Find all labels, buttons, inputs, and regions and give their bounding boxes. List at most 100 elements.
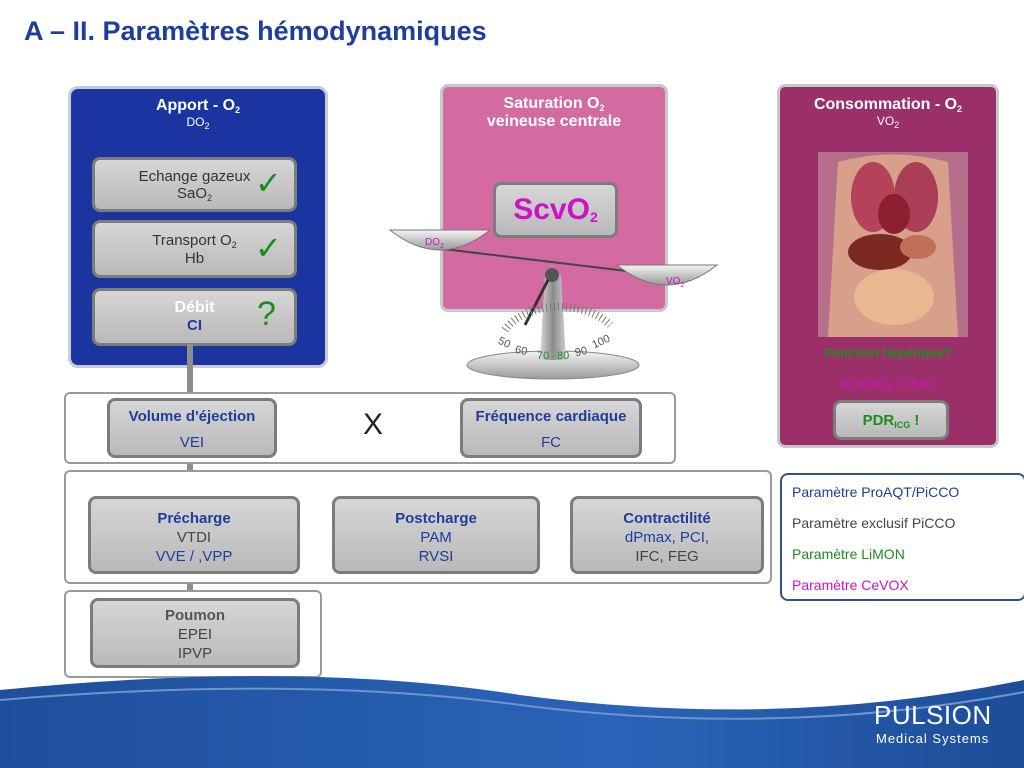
debit-value: CI — [187, 317, 202, 334]
check-icon: ✓ — [255, 165, 282, 201]
vo2-tag-sub: 2 — [680, 282, 685, 289]
ex-prefix: ex.ScvO — [838, 376, 888, 391]
balance-scale — [388, 229, 719, 380]
echange-label: Echange gazeux — [138, 168, 251, 185]
gauge-tick: 80 — [557, 350, 570, 362]
right-pan — [615, 264, 719, 286]
apport-code-text: DO — [186, 115, 205, 129]
echange-box: Echange gazeux SaO2 ✓ — [92, 157, 297, 212]
fc-box: Fréquence cardiaque FC — [460, 398, 642, 458]
fc-value: FC — [541, 434, 561, 451]
transport-box: Transport O2 Hb ✓ — [92, 220, 297, 278]
transport-label-text: Transport O — [152, 232, 232, 249]
postcharge-line1: PAM — [420, 529, 452, 546]
connector-line — [187, 344, 193, 402]
ex-suffix: >75%? — [892, 376, 938, 391]
contractilite-line2: IFC, FEG — [635, 548, 699, 565]
debit-label: Débit — [174, 299, 215, 316]
legend-item-limon: Paramètre LiMON — [792, 546, 905, 562]
page-title: A – II. Paramètres hémodynamiques — [24, 16, 487, 46]
anatomy-illustration — [818, 152, 968, 337]
legend-item-proaqt: Paramètre ProAQT/PiCCO — [792, 484, 960, 500]
postcharge-label: Postcharge — [395, 510, 477, 527]
saturation-line1-text: Saturation O — [503, 95, 600, 112]
contractilite-label: Contractilité — [623, 510, 711, 527]
brand-subtitle: Medical Systems — [876, 731, 990, 746]
ve-label: Volume d'éjection — [128, 408, 256, 425]
stomach — [900, 235, 936, 259]
pdr-sub: ICG — [894, 420, 911, 430]
postcharge-line2: RVSI — [418, 548, 454, 565]
transport-label: Transport O2 — [95, 232, 294, 250]
echange-value-text: SaO — [176, 185, 207, 202]
poumon-line2: IPVP — [177, 645, 213, 662]
consommation-code-sub: 2 — [894, 120, 900, 130]
echange-value: SaO2 — [95, 185, 294, 203]
pdr-text: PDR — [862, 412, 895, 429]
debit-box: Débit CI ? — [92, 288, 297, 346]
poumon-line1: EPEI — [177, 626, 213, 643]
scvo2-sub: 2 — [589, 209, 598, 225]
footer-wave-highlight — [0, 687, 1024, 720]
echange-value-sub: 2 — [207, 193, 213, 203]
contractilite-box: Contractilité dPmax, PCI, IFC, FEG — [570, 496, 764, 574]
saturation-line1: Saturation O2 — [443, 95, 665, 113]
question-icon: ? — [257, 295, 276, 333]
pdr-box: PDRICG ! — [833, 400, 949, 440]
vo2-tag: VO2 — [666, 276, 684, 289]
check-icon: ✓ — [255, 230, 282, 266]
scvo2-box: ScvO2 — [493, 182, 618, 238]
vo2-tag-text: VO — [666, 276, 681, 287]
poumon-label: Poumon — [165, 607, 225, 624]
gauge-tick: 60 — [513, 343, 529, 359]
consommation-code-text: VO — [876, 114, 895, 128]
precharge-line1: VTDI — [176, 529, 212, 546]
postcharge-box: Postcharge PAM RVSI — [332, 496, 540, 574]
consommation-code: VO2 — [780, 114, 996, 130]
apport-code-sub: 2 — [204, 121, 210, 131]
consommation-title: Consommation - O2 — [780, 96, 996, 114]
transport-value: Hb — [184, 250, 205, 267]
transport-label-sub: 2 — [231, 240, 237, 250]
pdr-suffix: ! — [910, 412, 920, 429]
precharge-box: Précharge VTDI VVE / ,VPP — [88, 496, 300, 574]
contractilite-line1: dPmax, PCI, — [624, 529, 710, 546]
do2-tag: DO2 — [425, 237, 444, 250]
balance-needle — [523, 279, 550, 326]
liver — [848, 234, 912, 270]
left-pan — [388, 229, 492, 251]
brand-name: PULSION — [874, 700, 992, 730]
apport-title: Apport - O2 — [71, 97, 325, 115]
fc-label: Fréquence cardiaque — [475, 408, 627, 425]
heart — [878, 194, 910, 234]
balance-post — [540, 275, 566, 360]
legend-item-cevox: Paramètre CeVOX — [792, 577, 909, 593]
do2-tag-text: DO — [425, 237, 440, 248]
ex-scvo2: ex.ScvO2 >75%? — [790, 376, 986, 393]
ex-sub: 2 — [887, 383, 893, 393]
footer-wave — [0, 676, 1024, 768]
apport-title-sub: 2 — [235, 105, 241, 115]
legend: Paramètre ProAQT/PiCCO Paramètre exclusi… — [780, 473, 1024, 601]
balance-pivot — [545, 268, 559, 282]
legend-item-picco: Paramètre exclusif PiCCO — [792, 515, 956, 531]
apport-code: DO2 — [71, 115, 325, 131]
precharge-label: Précharge — [157, 510, 231, 527]
precharge-line2: VVE / ,VPP — [155, 548, 233, 565]
ve-value: VEI — [179, 434, 205, 451]
scvo2-text: ScvO — [513, 193, 590, 226]
saturation-line1-sub: 2 — [599, 103, 605, 113]
gauge-tick: 70 — [537, 350, 550, 362]
saturation-line2: veineuse centrale — [486, 113, 622, 130]
do2-tag-sub: 2 — [440, 243, 444, 250]
connector-line — [187, 454, 193, 484]
multiply-symbol: X — [363, 408, 384, 441]
ve-box: Volume d'éjection VEI — [107, 398, 277, 458]
intestines — [854, 269, 934, 325]
fonction-hepatique: Fonction hépatique? — [824, 345, 952, 360]
footer-wave-shape — [0, 676, 1024, 768]
consommation-title-sub: 2 — [957, 104, 963, 114]
poumon-box: Poumon EPEI IPVP — [90, 598, 300, 668]
gauge-tick: 90 — [573, 344, 589, 360]
apport-title-text: Apport - O — [155, 97, 236, 114]
